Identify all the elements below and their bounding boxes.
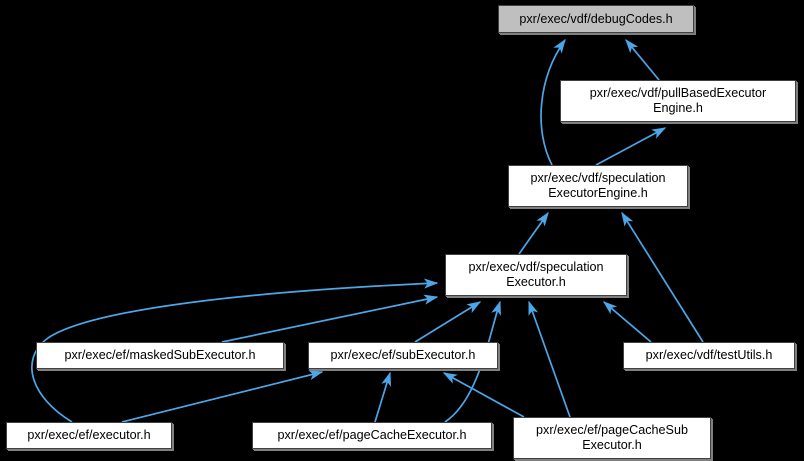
edge-pageCacheSubExecutor-to-subExecutor [442,372,525,418]
node-label: pxr/exec/ef/pageCacheSub Executor.h [536,423,688,452]
edge-pullBasedExecutorEngine-to-debugCodes [625,38,660,81]
edge-maskedSubExecutor-to-speculationExecutor [221,294,439,343]
node-debugCodes[interactable]: pxr/exec/vdf/debugCodes.h [498,5,694,33]
edge-subExecutor-to-speculationExecutor [414,301,482,343]
node-label: pxr/exec/vdf/debugCodes.h [519,11,673,26]
node-pageCacheExecutor[interactable]: pxr/exec/ef/pageCacheExecutor.h [252,422,492,449]
node-subExecutor[interactable]: pxr/exec/ef/subExecutor.h [308,342,498,369]
edge-pageCacheSubExecutor-to-speculationExecutor [528,300,571,418]
node-testUtils[interactable]: pxr/exec/vdf/testUtils.h [623,342,795,369]
node-label: pxr/exec/vdf/pullBasedExecutor Engine.h [589,86,767,115]
node-speculationExecutorEngine[interactable]: pxr/exec/vdf/speculation ExecutorEngine.… [508,165,688,207]
node-label: pxr/exec/vdf/speculation ExecutorEngine.… [530,171,666,200]
node-pullBasedExecutorEngine[interactable]: pxr/exec/vdf/pullBasedExecutor Engine.h [560,80,796,122]
node-pageCacheSubExecutor[interactable]: pxr/exec/ef/pageCacheSub Executor.h [513,417,711,459]
node-label: pxr/exec/ef/executor.h [27,428,151,442]
edge-pageCacheExecutor-to-subExecutor [374,371,392,423]
node-label: pxr/exec/vdf/testUtils.h [645,348,773,362]
edge-executor-to-speculationExecutor [31,278,439,423]
edge-speculationExecutorEngine-to-debugCodes [540,38,566,166]
edge-testUtils-to-speculationExecutor [602,301,652,343]
edge-speculationExecutorEngine-to-pullBasedExecutorEngine [595,127,667,166]
edge-executor-to-subExecutor [121,370,324,423]
node-executor[interactable]: pxr/exec/ef/executor.h [6,422,172,449]
node-speculationExecutor[interactable]: pxr/exec/vdf/speculation Executor.h [445,254,627,296]
node-label: pxr/exec/ef/pageCacheExecutor.h [277,428,467,442]
edge-speculationExecutor-to-speculationExecutorEngine [518,211,549,255]
node-maskedSubExecutor[interactable]: pxr/exec/ef/maskedSubExecutor.h [36,342,284,369]
node-label: pxr/exec/ef/maskedSubExecutor.h [64,348,256,362]
node-label: pxr/exec/vdf/speculation Executor.h [468,260,604,289]
node-label: pxr/exec/ef/subExecutor.h [330,348,476,362]
edge-testUtils-to-speculationExecutorEngine [621,211,704,343]
